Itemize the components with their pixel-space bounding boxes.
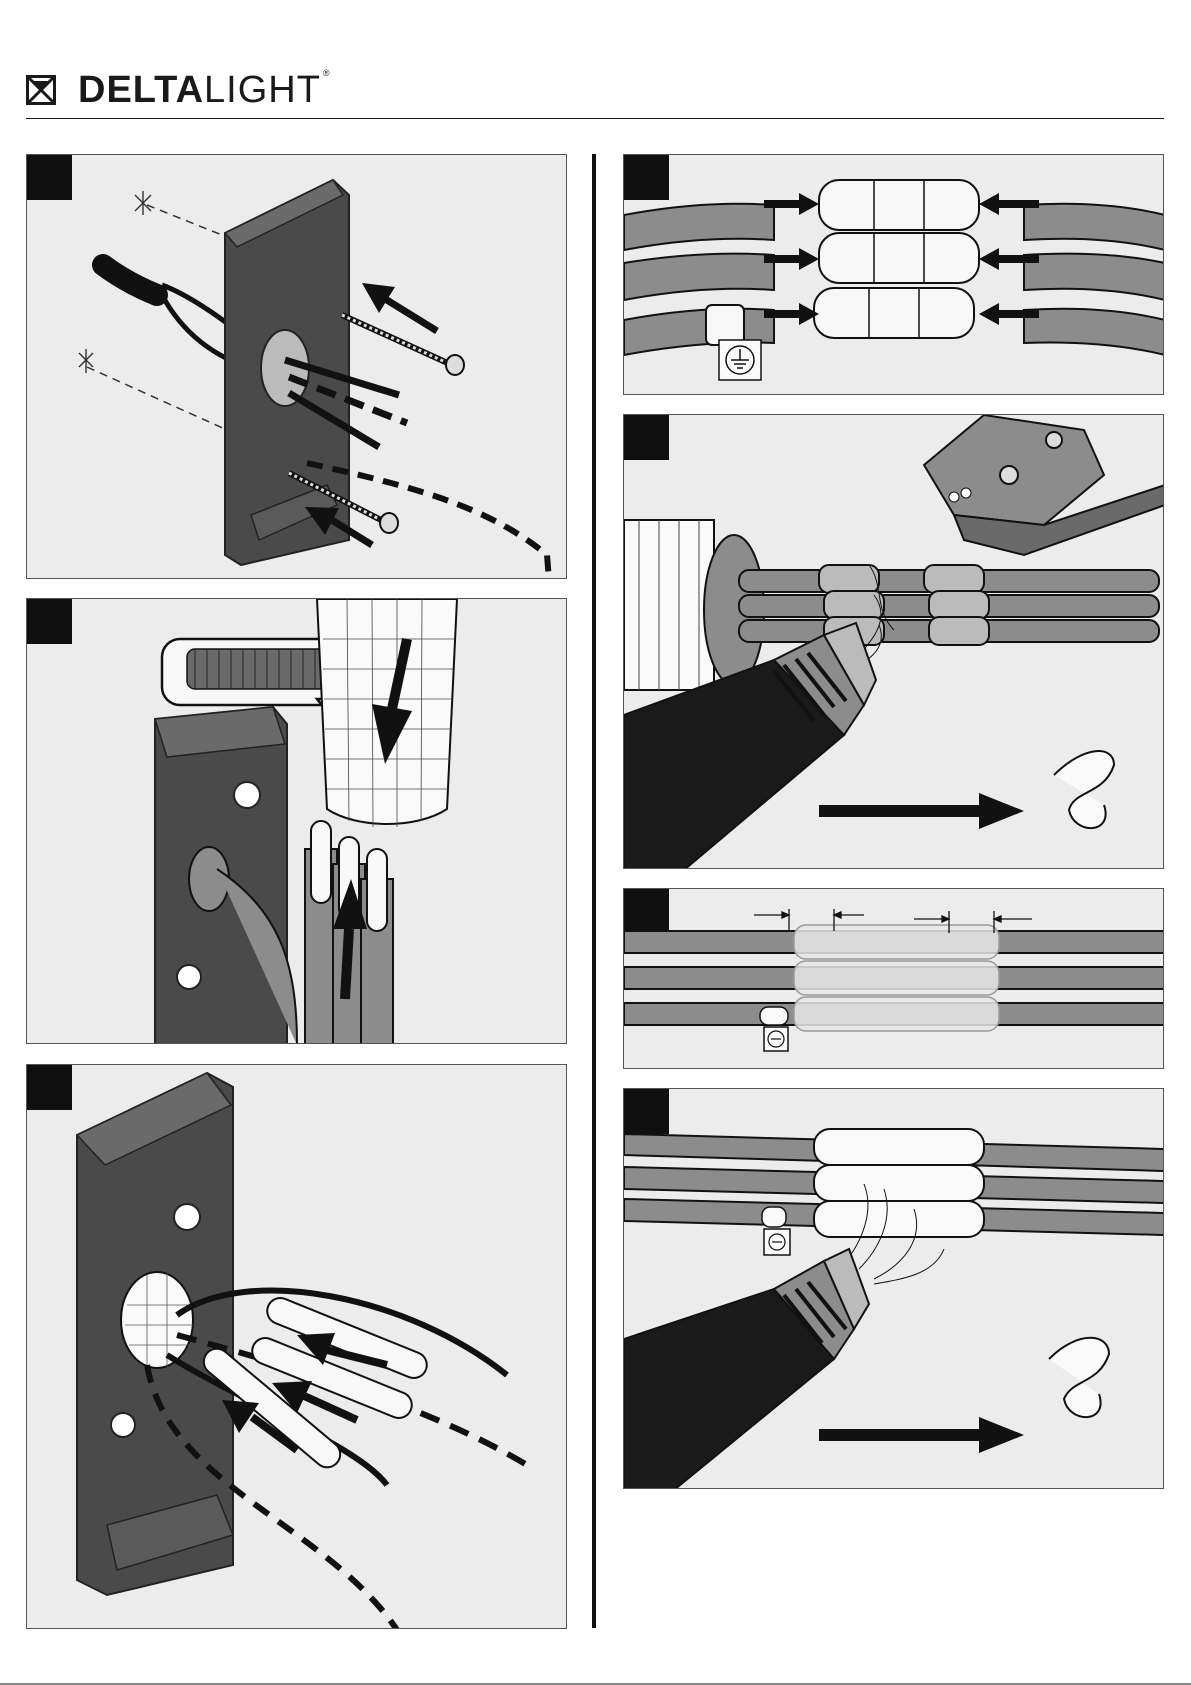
step-1-illustration <box>27 155 567 579</box>
step-4-illustration <box>624 155 1164 395</box>
step-4-panel <box>623 154 1164 395</box>
step-7-panel <box>623 1088 1164 1489</box>
step-3-illustration <box>27 1065 567 1629</box>
brand-logo: DELTALIGHT® <box>26 70 331 110</box>
step-2-panel <box>26 598 567 1044</box>
brand-wordmark: DELTALIGHT® <box>78 71 331 109</box>
step-5-illustration <box>624 415 1164 869</box>
step-6-panel <box>623 888 1164 1069</box>
header-divider <box>26 118 1164 119</box>
step-7-illustration <box>624 1089 1164 1489</box>
column-divider <box>592 154 596 1628</box>
heat-gun-icon <box>624 1249 869 1489</box>
step-1-panel <box>26 154 567 579</box>
crimping-pliers-icon <box>924 415 1164 555</box>
step-6-illustration <box>624 889 1164 1069</box>
step-2-illustration <box>27 599 567 1044</box>
shrink-tube-icon <box>1054 751 1114 828</box>
step-3-panel <box>26 1064 567 1629</box>
shrink-tube-icon <box>1049 1338 1109 1417</box>
step-5-panel <box>623 414 1164 869</box>
hourglass-x-icon <box>26 75 56 105</box>
